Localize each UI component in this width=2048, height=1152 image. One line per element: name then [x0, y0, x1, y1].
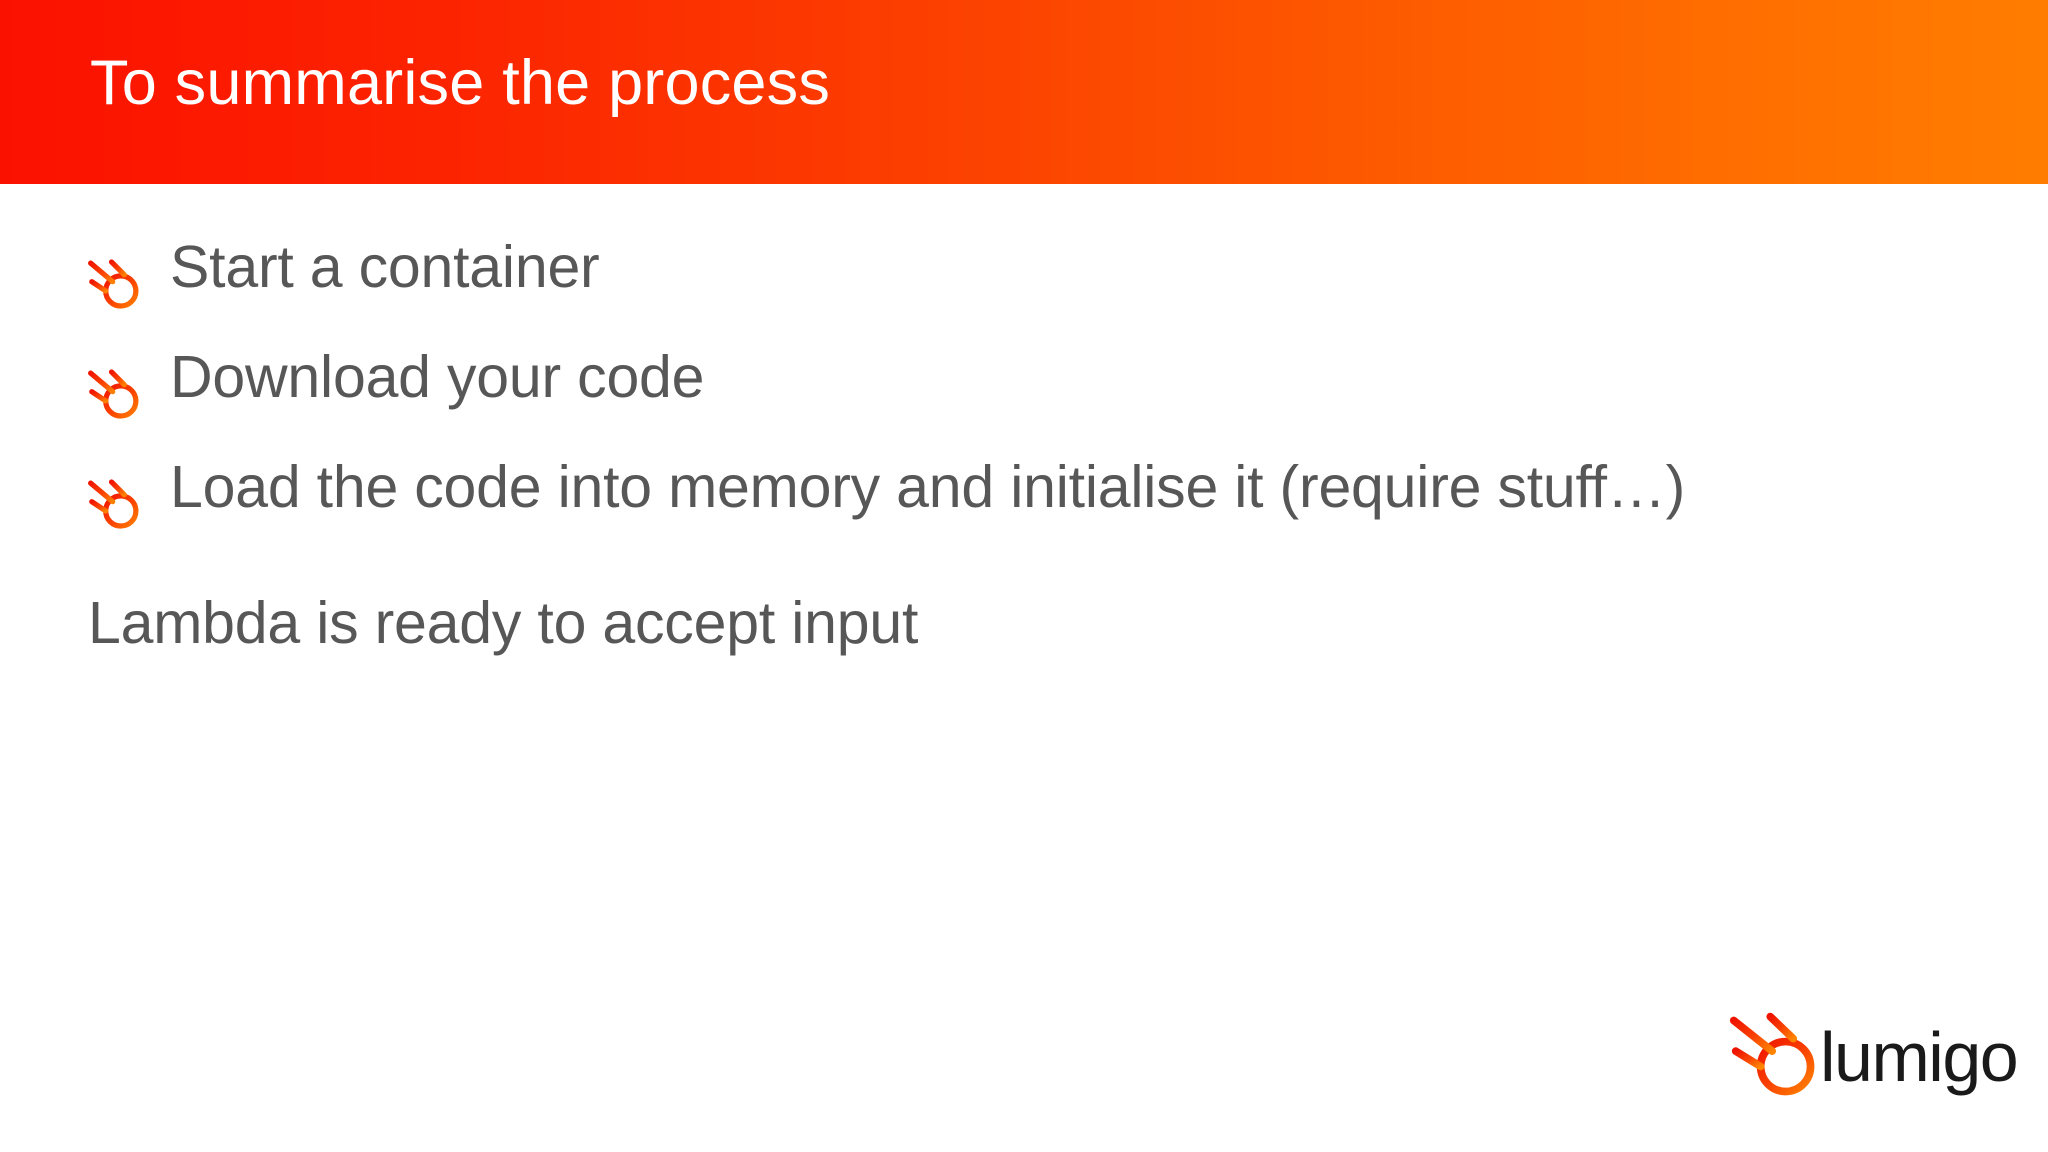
list-item: Download your code	[84, 322, 1964, 432]
lumigo-comet-bullet-icon	[86, 348, 144, 419]
list-item-label: Download your code	[170, 344, 705, 410]
lumigo-comet-logo-icon	[1728, 1007, 1824, 1103]
lumigo-comet-bullet-icon	[86, 238, 144, 309]
list-item-label: Start a container	[170, 234, 600, 300]
lumigo-wordmark: lumigo	[1820, 1018, 2019, 1096]
closing-statement: Lambda is ready to accept input	[88, 590, 919, 656]
title-band: To summarise the process	[0, 0, 2048, 184]
slide-body: Start a container	[0, 184, 2048, 1152]
lumigo-comet-bullet-icon	[86, 458, 144, 529]
lumigo-logo: lumigo	[1728, 1000, 2019, 1110]
list-item-label: Load the code into memory and initialise…	[170, 454, 1686, 520]
list-item: Load the code into memory and initialise…	[84, 432, 1964, 542]
list-item: Start a container	[84, 212, 1964, 322]
bullet-list: Start a container	[84, 212, 1964, 542]
page-title: To summarise the process	[90, 48, 831, 118]
